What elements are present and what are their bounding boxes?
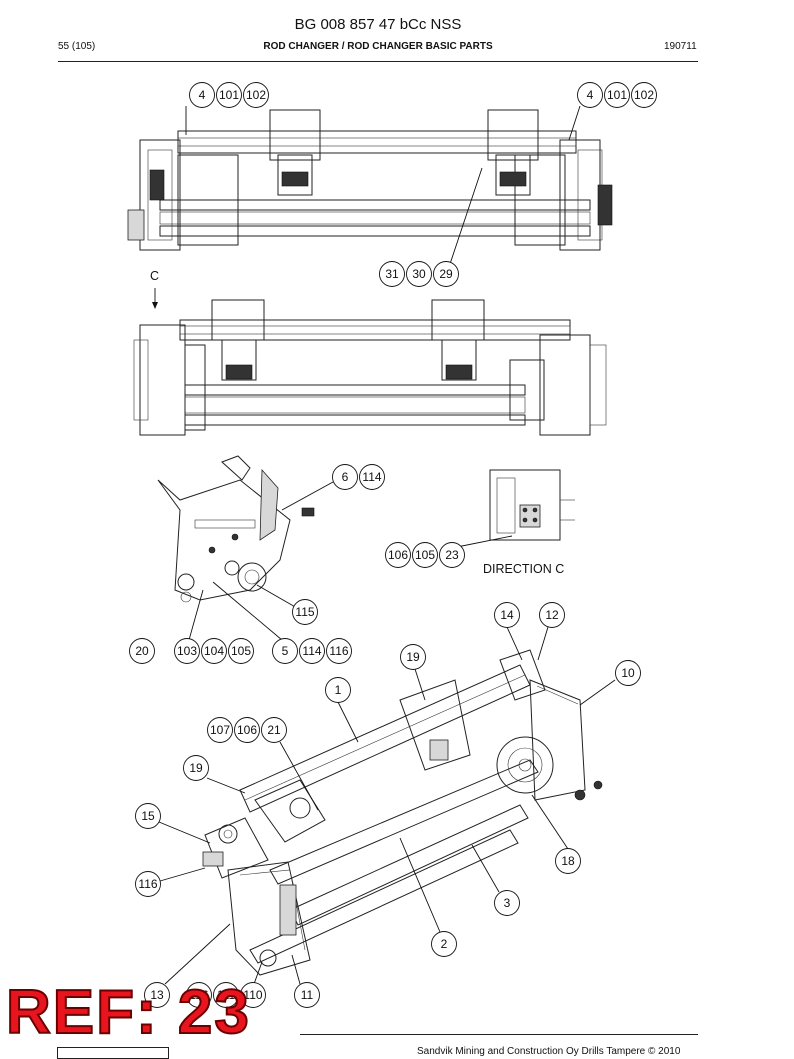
callout-group-103-104-105: 103 104 105 [174, 638, 254, 664]
callout-1: 1 [325, 677, 351, 703]
callout-group-107-106-21: 107 106 21 [207, 717, 287, 743]
header-rule [58, 61, 698, 62]
footer-rule [300, 1034, 698, 1035]
top-view-drawing [127, 109, 613, 251]
svg-text:13: 13 [150, 988, 164, 1002]
svg-text:114: 114 [302, 644, 321, 658]
svg-text:116: 116 [329, 644, 348, 658]
footer-logo [57, 1047, 169, 1059]
direction-c-detail-drawing [489, 469, 575, 541]
svg-text:4: 4 [199, 88, 206, 102]
callout-group-106-105-23: 106 105 23 [385, 542, 465, 568]
leader-lines [158, 105, 616, 985]
svg-text:110: 110 [243, 988, 262, 1002]
callout-116: 116 [135, 871, 161, 897]
direction-c-label: DIRECTION C [483, 562, 564, 576]
svg-text:116: 116 [189, 988, 208, 1002]
svg-text:19: 19 [406, 650, 420, 664]
callout-11: 11 [294, 982, 320, 1008]
callout-19-lower: 19 [183, 755, 209, 781]
callout-115: 115 [292, 599, 318, 625]
svg-text:103: 103 [177, 644, 197, 658]
svg-text:19: 19 [189, 761, 203, 775]
callout-group-top-left: 4 101 102 [189, 82, 269, 108]
svg-text:12: 12 [545, 608, 559, 622]
isometric-assembly-drawing [202, 649, 603, 976]
svg-text:6: 6 [342, 470, 349, 484]
svg-text:30: 30 [412, 267, 426, 281]
callout-group-6-114: 6 114 [332, 464, 385, 490]
svg-text:115: 115 [295, 605, 314, 619]
svg-text:101: 101 [607, 88, 627, 102]
svg-text:106: 106 [388, 548, 408, 562]
svg-text:23: 23 [445, 548, 459, 562]
callout-13: 13 [144, 982, 170, 1008]
svg-text:107: 107 [210, 723, 230, 737]
callout-10: 10 [615, 660, 641, 686]
date-code: 190711 [664, 41, 697, 52]
callout-14: 14 [494, 602, 520, 628]
callout-group-top-right: 4 101 102 [577, 82, 657, 108]
view-c-label: C [150, 269, 159, 283]
svg-text:31: 31 [385, 267, 399, 281]
svg-text:10: 10 [621, 666, 635, 680]
ref-stamp: REF: 23 [5, 978, 251, 1047]
svg-text:4: 4 [587, 88, 594, 102]
svg-text:101: 101 [219, 88, 239, 102]
svg-text:15: 15 [141, 809, 155, 823]
page-reference: 55 (105) [58, 41, 96, 52]
svg-text:116: 116 [138, 877, 157, 891]
callout-3: 3 [494, 890, 520, 916]
svg-text:18: 18 [561, 854, 575, 868]
callout-group-5-114-116: 5 114 116 [272, 638, 352, 664]
svg-text:102: 102 [634, 88, 654, 102]
callout-18: 18 [555, 848, 581, 874]
svg-text:21: 21 [267, 723, 281, 737]
callout-2: 2 [431, 931, 457, 957]
view-c-arrow-icon [152, 288, 158, 309]
section-title: ROD CHANGER / ROD CHANGER BASIC PARTS [263, 41, 493, 52]
svg-text:105: 105 [231, 644, 251, 658]
document-title: BG 008 857 47 bCc NSS [294, 16, 462, 33]
svg-text:2: 2 [441, 937, 448, 951]
svg-text:104: 104 [204, 644, 224, 658]
svg-text:102: 102 [246, 88, 266, 102]
svg-text:106: 106 [237, 723, 257, 737]
callout-15: 15 [135, 803, 161, 829]
svg-text:3: 3 [504, 896, 511, 910]
svg-text:111: 111 [217, 988, 236, 1002]
svg-text:1: 1 [335, 683, 342, 697]
side-detail-drawing [157, 455, 315, 603]
svg-text:5: 5 [282, 644, 289, 658]
svg-text:20: 20 [135, 644, 149, 658]
svg-text:29: 29 [439, 267, 453, 281]
callout-group-116-111-110: 116 111 110 [186, 982, 266, 1008]
callout-19-upper: 19 [400, 644, 426, 670]
callout-20: 20 [129, 638, 155, 664]
second-view-drawing [133, 299, 607, 436]
callout-group-31-30-29: 31 30 29 [379, 261, 459, 287]
svg-text:114: 114 [362, 470, 381, 484]
footer-copyright: Sandvik Mining and Construction Oy Drill… [417, 1046, 681, 1057]
callout-12: 12 [539, 602, 565, 628]
svg-text:11: 11 [301, 988, 314, 1002]
svg-text:105: 105 [415, 548, 435, 562]
svg-text:14: 14 [500, 608, 514, 622]
